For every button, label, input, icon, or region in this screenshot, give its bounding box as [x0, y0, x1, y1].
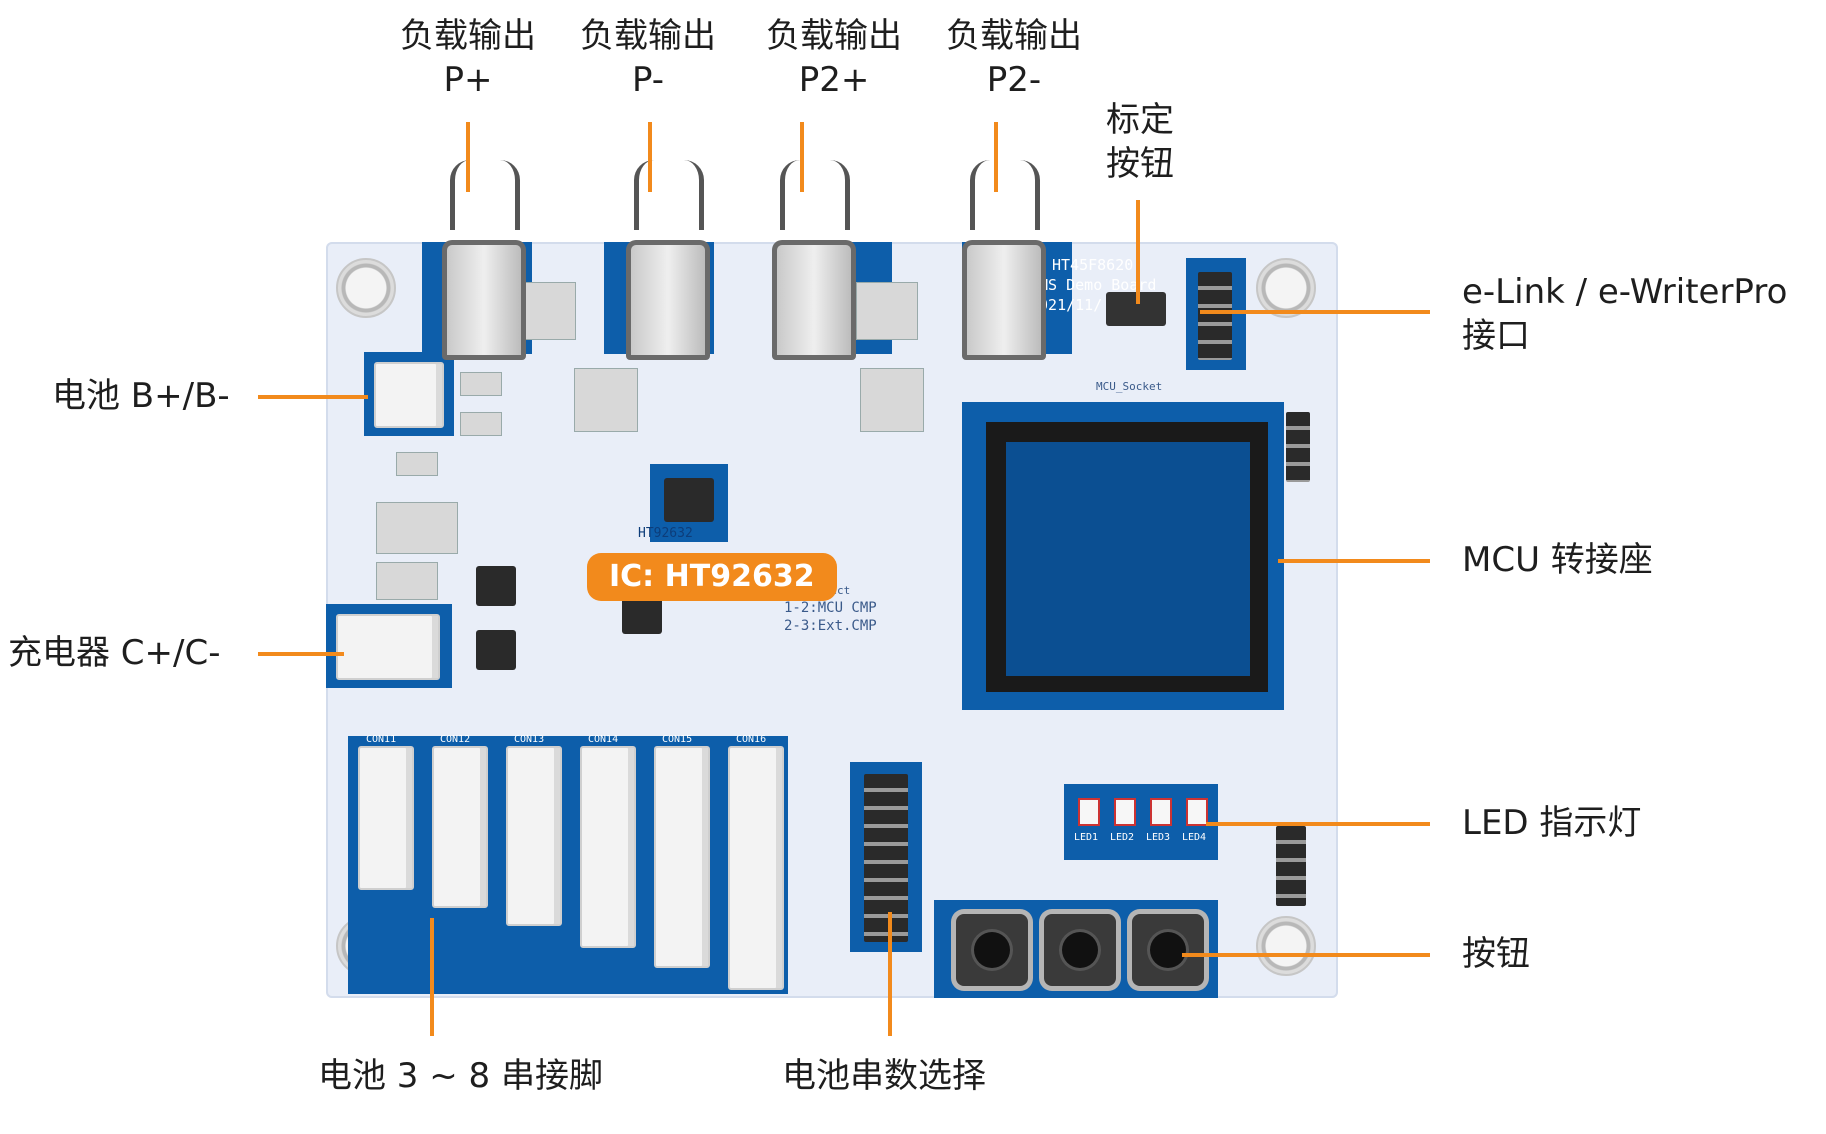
load-clip — [626, 240, 710, 360]
silkscreen-connector-label: CON15 — [662, 734, 693, 745]
side-header — [1276, 826, 1306, 906]
label-load-p2-minus: 负载输出 P2- — [934, 14, 1094, 102]
label-calibration-line2: 按钮 — [1106, 144, 1174, 184]
leader-line — [258, 652, 344, 656]
wire-connector — [506, 746, 562, 926]
leader-line — [800, 122, 804, 192]
leader-line — [1200, 310, 1430, 314]
silkscreen-title: HT45F8620 — [1052, 256, 1134, 274]
led — [1150, 798, 1172, 826]
silkscreen-cmp-line2: 2-3:Ext.CMP — [784, 618, 877, 634]
mosfet — [860, 368, 924, 432]
soic-ic — [476, 566, 516, 606]
load-clip-spring — [450, 160, 520, 230]
label-load-p-plus: 负载输出 P+ — [388, 14, 548, 102]
label-battery-terminal: 电池 B+/B- — [52, 376, 230, 416]
label-elink: e-Link / e-WriterPro 接口 — [1462, 270, 1787, 358]
silkscreen-connector-label: CON11 — [366, 734, 397, 745]
label-mcu-socket: MCU 转接座 — [1462, 540, 1653, 580]
push-button — [1132, 914, 1204, 986]
led — [1078, 798, 1100, 826]
load-clip — [772, 240, 856, 360]
wire-connector — [358, 746, 414, 890]
label-battery-pins: 电池 3 ~ 8 串接脚 — [318, 1056, 603, 1096]
label-buttons: 按钮 — [1462, 934, 1530, 974]
side-header — [1286, 412, 1310, 482]
leader-line — [1206, 822, 1430, 826]
silkscreen-connector-label: CON13 — [514, 734, 545, 745]
leader-line — [1278, 559, 1430, 563]
silkscreen-mcu-socket: MCU_Socket — [1096, 380, 1163, 393]
resistor — [396, 452, 438, 476]
load-clip — [442, 240, 526, 360]
afe-ic — [664, 478, 714, 522]
silkscreen-cmp-line1: 1-2:MCU CMP — [784, 600, 877, 616]
label-load-p-minus-line1: 负载输出 — [580, 16, 716, 56]
mcu-socket-cavity — [1006, 442, 1250, 676]
label-calibration-button: 标定 按钮 — [1090, 98, 1190, 186]
silkscreen-date: 2021/11/ — [1030, 296, 1103, 314]
component — [856, 282, 918, 340]
label-load-p-plus-line2: P+ — [443, 60, 493, 100]
chip-marking: HT92632 — [638, 526, 693, 541]
label-load-p2-minus-line1: 负载输出 — [946, 16, 1082, 56]
elink-header — [1198, 272, 1232, 360]
silkscreen-led-label: LED1 — [1074, 832, 1099, 843]
silkscreen-connector-label: CON14 — [588, 734, 619, 745]
load-clip-spring — [634, 160, 704, 230]
label-led-indicator: LED 指示灯 — [1462, 803, 1642, 843]
label-cell-select: 电池串数选择 — [782, 1056, 986, 1096]
leader-line — [1136, 200, 1140, 304]
leader-line — [430, 918, 434, 1036]
led — [1186, 798, 1208, 826]
label-load-p-minus: 负载输出 P- — [568, 14, 728, 102]
label-load-p-minus-line2: P- — [631, 60, 665, 100]
cell-select-header — [864, 774, 908, 942]
component — [376, 562, 438, 600]
silkscreen-led-label: LED3 — [1146, 832, 1171, 843]
mounting-hole — [1256, 916, 1316, 976]
leader-line — [888, 912, 892, 1036]
mounting-hole — [1256, 258, 1316, 318]
leader-line — [648, 122, 652, 192]
component — [376, 502, 458, 554]
label-load-p-plus-line1: 负载输出 — [400, 16, 536, 56]
silkscreen-subtitle: BMS Demo Board — [1030, 276, 1157, 294]
soic-ic — [476, 630, 516, 670]
resistor — [460, 372, 502, 396]
label-elink-line2: 接口 — [1462, 316, 1530, 356]
label-calibration-line1: 标定 — [1106, 100, 1174, 140]
load-clip-spring — [970, 160, 1040, 230]
leader-line — [1182, 953, 1430, 957]
ic-badge: IC: HT92632 — [587, 553, 837, 601]
wire-connector — [432, 746, 488, 908]
push-button — [956, 914, 1028, 986]
battery-connector — [374, 362, 444, 428]
label-load-p2-plus-line1: 负载输出 — [766, 16, 902, 56]
wire-connector — [654, 746, 710, 968]
label-load-p2-minus-line2: P2- — [986, 60, 1042, 100]
load-clip — [962, 240, 1046, 360]
resistor — [460, 412, 502, 436]
mounting-hole — [336, 258, 396, 318]
silkscreen-led-label: LED4 — [1182, 832, 1207, 843]
label-elink-line1: e-Link / e-WriterPro — [1462, 272, 1788, 312]
load-clip-spring — [780, 160, 850, 230]
wire-connector — [728, 746, 784, 990]
push-button — [1044, 914, 1116, 986]
mosfet — [574, 368, 638, 432]
leader-line — [466, 122, 470, 192]
silkscreen-connector-label: CON12 — [440, 734, 471, 745]
label-load-p2-plus: 负载输出 P2+ — [754, 14, 914, 102]
wire-connector — [580, 746, 636, 948]
label-load-p2-plus-line2: P2+ — [798, 60, 870, 100]
charger-connector — [336, 614, 440, 680]
led — [1114, 798, 1136, 826]
label-charger-terminal: 充电器 C+/C- — [8, 633, 221, 673]
leader-line — [994, 122, 998, 192]
silkscreen-led-label: LED2 — [1110, 832, 1135, 843]
battery-pins-pad — [348, 736, 788, 994]
silkscreen-connector-label: CON16 — [736, 734, 767, 745]
leader-line — [258, 395, 368, 399]
